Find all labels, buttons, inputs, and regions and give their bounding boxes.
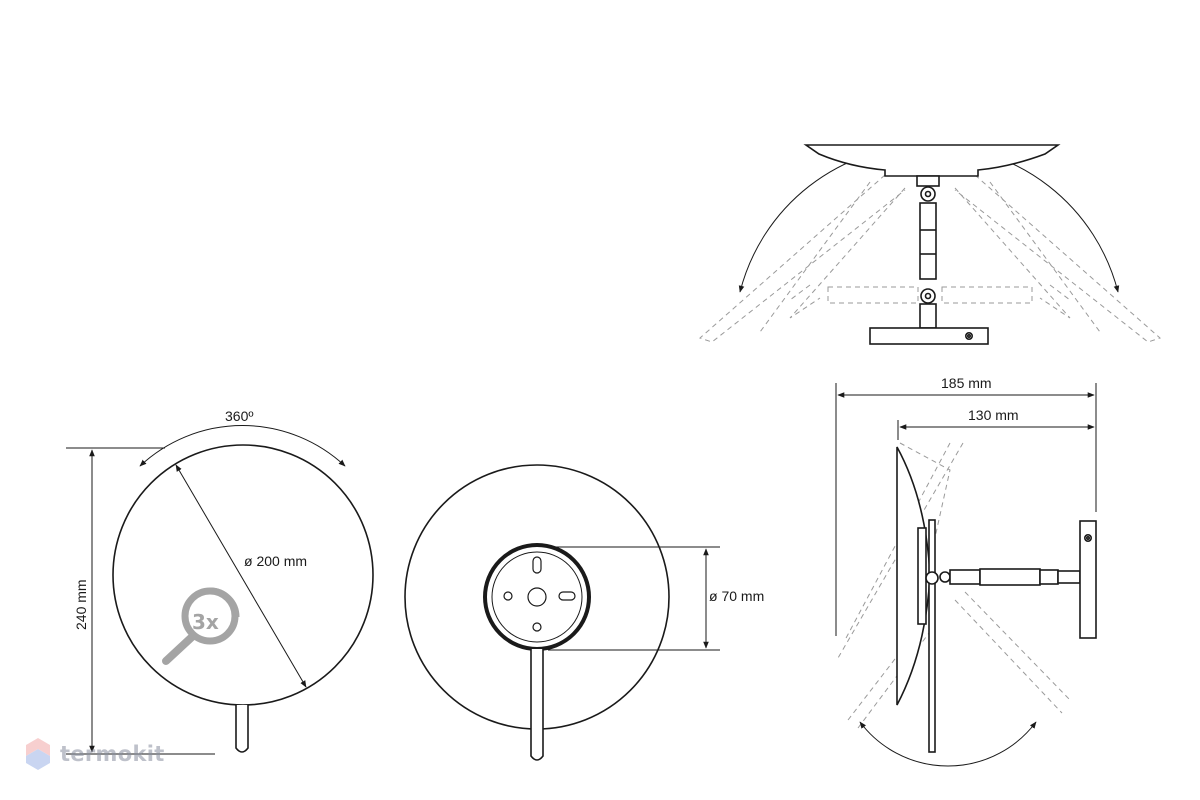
magnifier-3x-icon: [162, 587, 240, 665]
diameter-line: [175, 464, 307, 688]
diameter-label: ø 200 mm: [244, 553, 307, 569]
rotation-arc: [139, 425, 346, 467]
wall-plate-side: [1079, 520, 1097, 639]
mounting-plate-inner: [491, 551, 583, 643]
brand-watermark: termokit: [24, 736, 165, 772]
brand-name: termokit: [60, 742, 165, 766]
mounting-plate-outer: [483, 543, 591, 651]
top-joint-cap: [916, 175, 940, 187]
front-stem: [235, 705, 249, 753]
swing-arm: [919, 202, 937, 280]
magnification-badge: 3x: [192, 610, 219, 634]
swivel-arc: [859, 721, 1037, 767]
side-stem: [928, 519, 936, 753]
height-label: 240 mm: [73, 579, 89, 630]
brand-logo-icon: [26, 738, 50, 770]
back-view: [404, 464, 720, 761]
rotation-label: 360º: [225, 408, 253, 424]
mirror-disc-front: [112, 444, 374, 706]
back-stem: [530, 649, 544, 761]
depth-arm-label: 130 mm: [968, 407, 1019, 423]
tilt-view: [699, 144, 1161, 345]
depth-total-label: 185 mm: [941, 375, 992, 391]
base-diameter-label: ø 70 mm: [709, 588, 764, 604]
tilt-ghost-positions: [699, 174, 1161, 343]
side-arm: [979, 568, 1041, 586]
front-view: [66, 425, 374, 755]
wall-plate-top: [869, 327, 989, 345]
top-joint-pin: [920, 186, 936, 202]
side-view: [835, 383, 1097, 767]
base-stem: [919, 303, 937, 329]
base-joint-pin: [920, 288, 936, 304]
mirror-bowl: [803, 144, 1061, 177]
